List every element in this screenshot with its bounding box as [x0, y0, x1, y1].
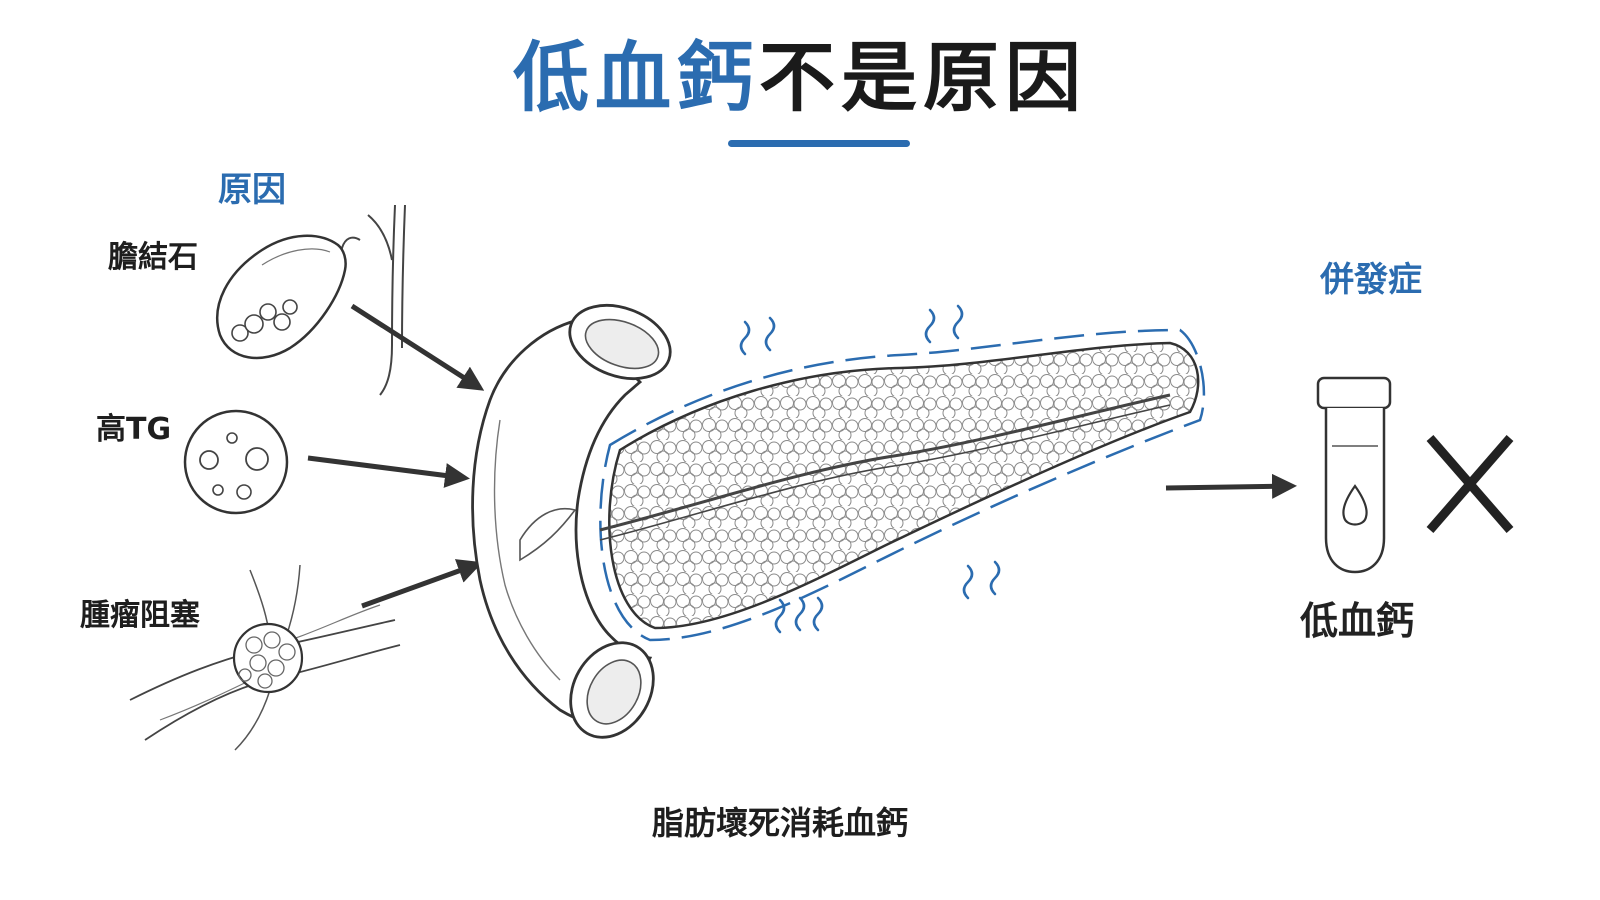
gallbladder-stones-icon — [217, 205, 405, 395]
cross-mark-icon — [1430, 438, 1510, 530]
blood-test-tube-icon — [1318, 378, 1390, 572]
arrow-tumor — [362, 564, 478, 606]
pancreas-duodenum-icon — [473, 292, 1204, 752]
tumor-obstruction-icon — [130, 565, 400, 750]
lipid-droplet-icon — [185, 411, 287, 513]
arrow-high-tg — [308, 458, 465, 478]
arrow-gallstones — [352, 306, 480, 388]
arrow-complication — [1166, 486, 1292, 488]
